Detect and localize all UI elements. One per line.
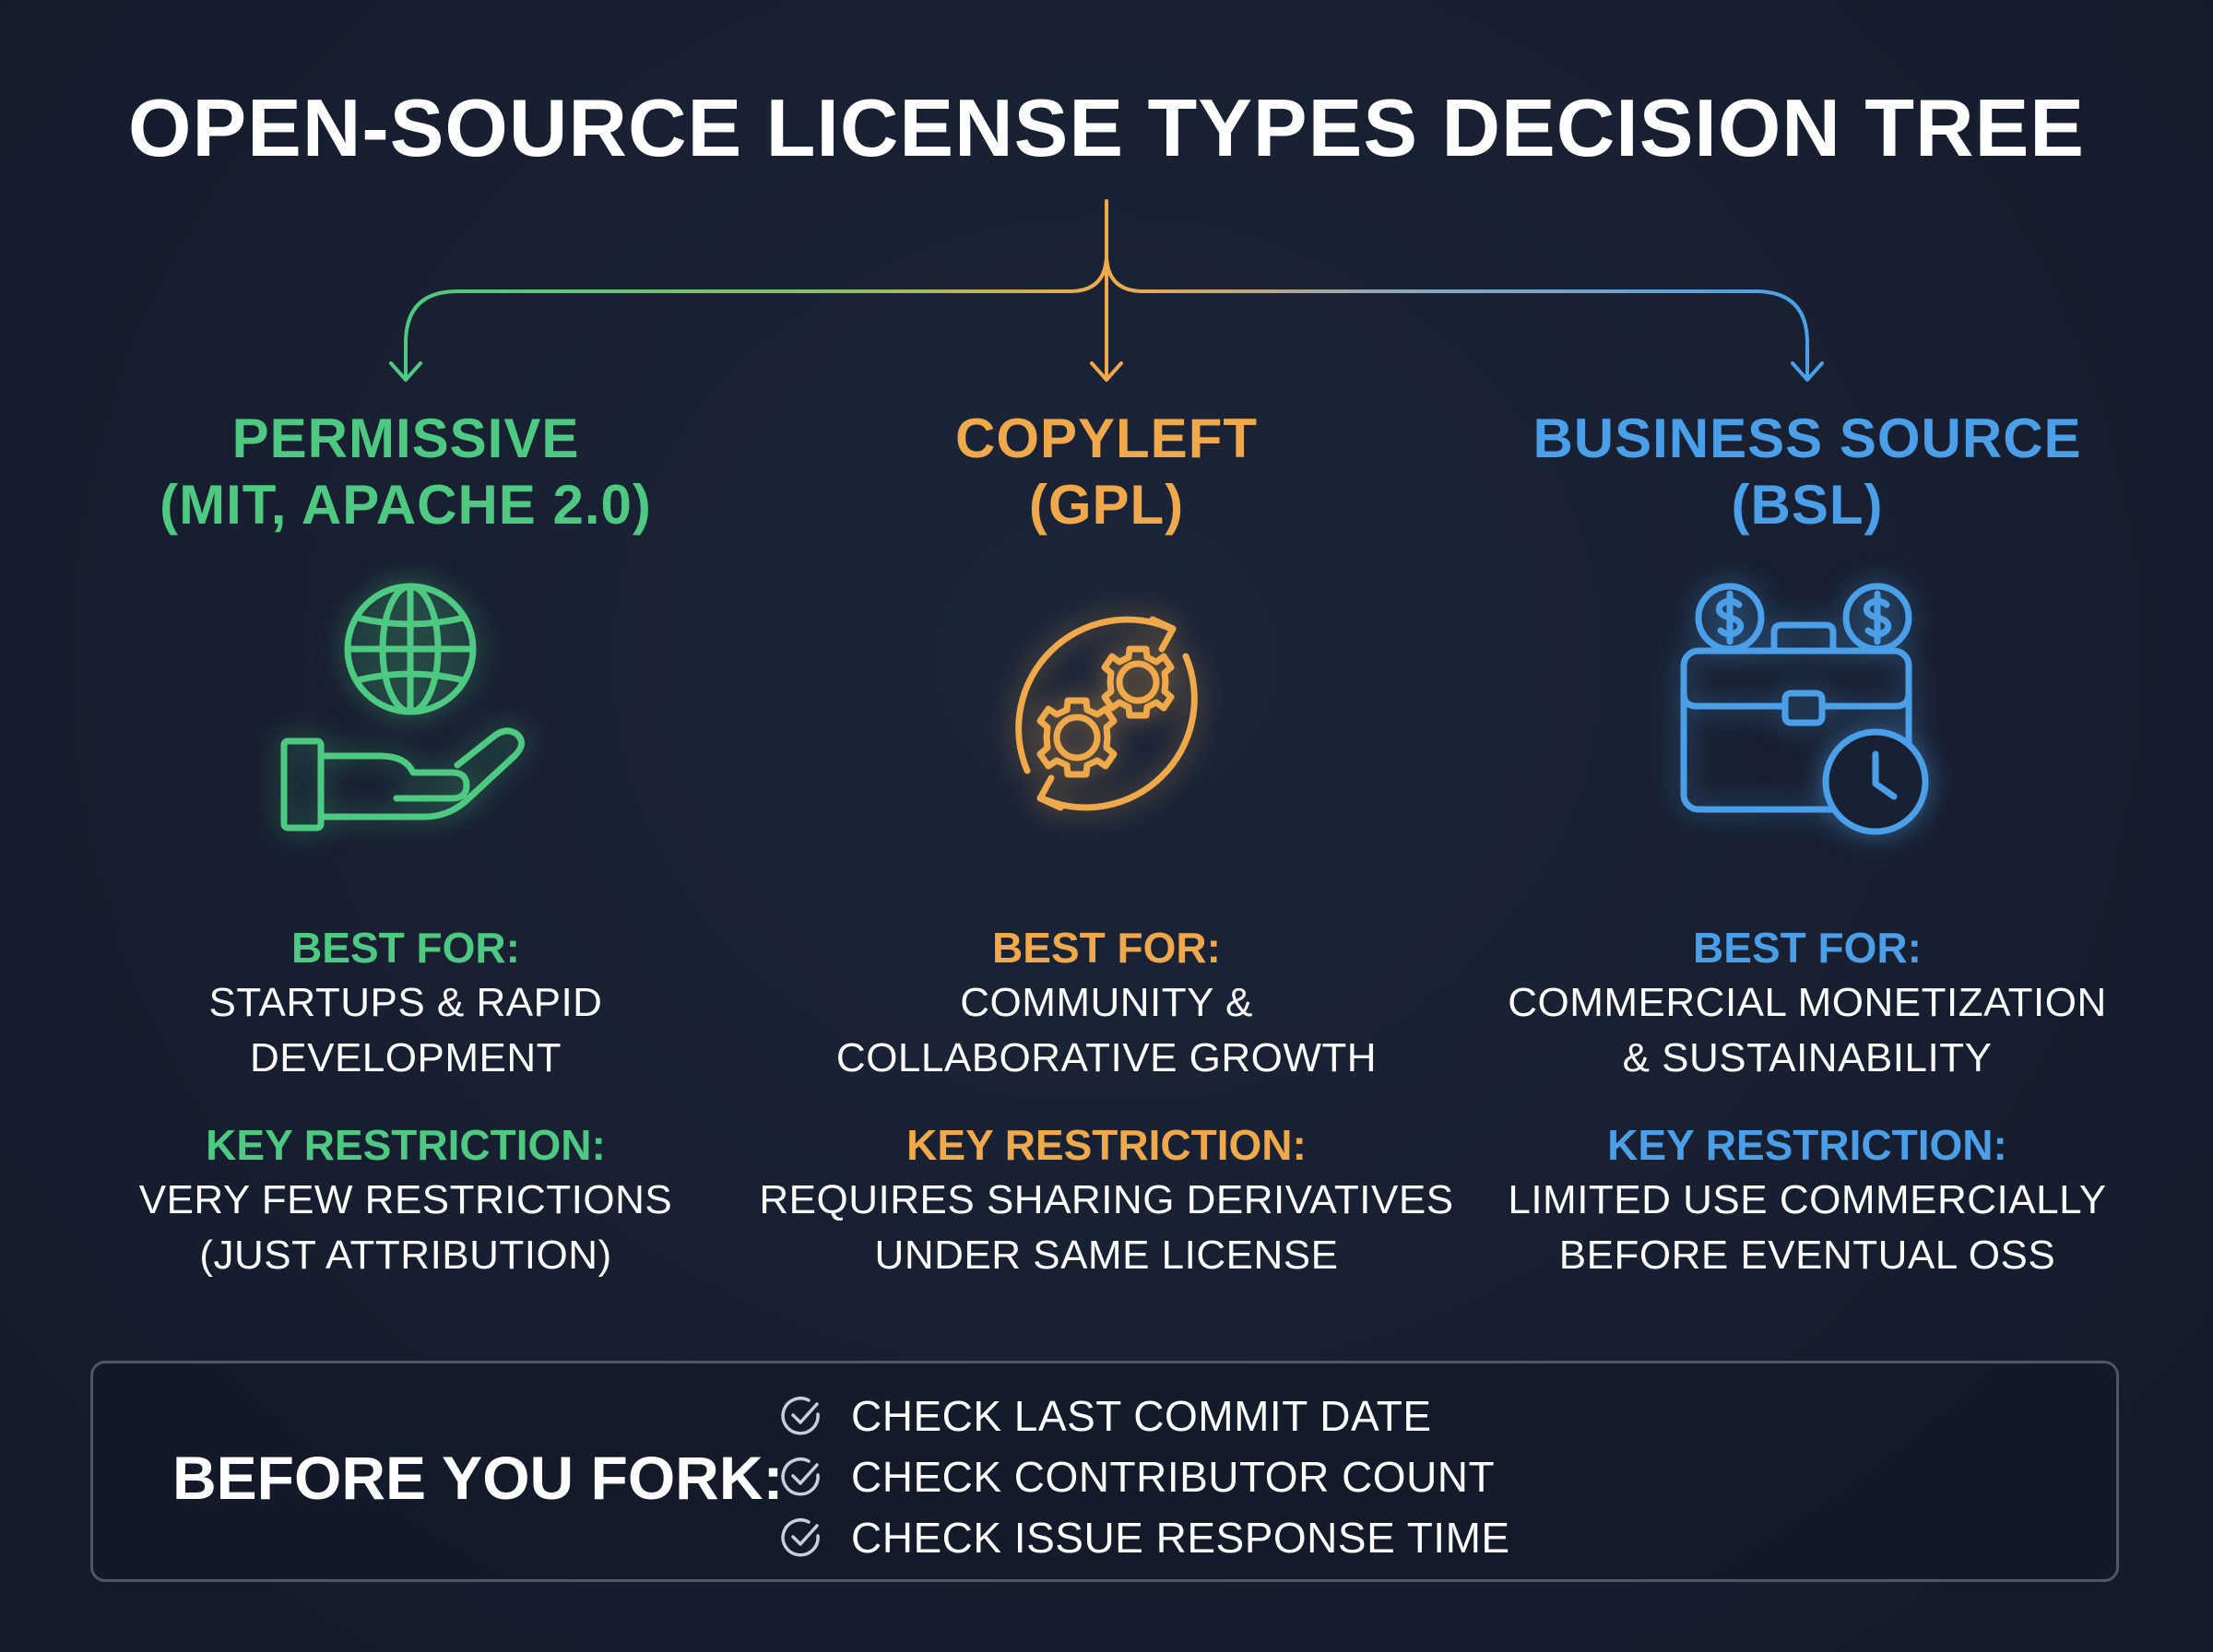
check-circle-icon [781,1397,820,1435]
list-item: CHECK LAST COMMIT DATE [779,1386,1510,1446]
briefcase-money-clock-icon [1669,575,1946,852]
globe-in-hand-icon [267,575,544,852]
checklist-item-text: CHECK ISSUE RESPONSE TIME [851,1514,1510,1562]
horizontal-branch-line [404,253,1809,345]
before-you-fork-box: BEFORE YOU FORK: CHECK LAST COMMIT DATE … [90,1361,2119,1582]
branch-business-source: BUSINESS SOURCE (BSL) BEST FOR: COMMERCI… [1457,406,2158,1283]
branch-permissive: PERMISSIVE (MIT, APACHE 2.0) BEST FOR: S… [55,406,756,1283]
fork-checklist: CHECK LAST COMMIT DATE CHECK CONTRIBUTOR… [779,1386,1510,1568]
key-restriction-text: REQUIRES SHARING DERIVATIVES UNDER SAME … [759,1177,1454,1278]
page-title: OPEN-SOURCE LICENSE TYPES DECISION TREE [128,82,2085,173]
arrow-head-copyleft [1090,361,1123,382]
key-restriction-label: KEY RESTRICTION: [906,1121,1307,1169]
branch-heading: COPYLEFT (GPL) [954,407,1258,536]
checklist-item-text: CHECK LAST COMMIT DATE [851,1392,1432,1440]
branch-heading: BUSINESS SOURCE (BSL) [1533,407,2082,536]
checklist-item-text: CHECK CONTRIBUTOR COUNT [851,1453,1496,1501]
arrow-head-permissive [389,361,422,382]
best-for-label: BEST FOR: [1693,924,1922,972]
gears-cycle-icon [968,575,1245,852]
best-for-label: BEST FOR: [992,924,1221,972]
key-restriction-text: VERY FEW RESTRICTIONS (JUST ATTRIBUTION) [138,1177,673,1278]
best-for-label: BEST FOR: [291,924,520,972]
branch-copyleft: COPYLEFT (GPL) BEST FOR: COMMUNITY & COL… [756,406,1457,1283]
key-restriction-text: LIMITED USE COMMERCIALLY BEFORE EVENTUAL… [1508,1177,2107,1278]
check-circle-icon [781,1518,820,1557]
list-item: CHECK CONTRIBUTOR COUNT [779,1446,1510,1507]
branch-heading: PERMISSIVE (MIT, APACHE 2.0) [160,407,652,536]
key-restriction-label: KEY RESTRICTION: [206,1121,606,1169]
key-restriction-label: KEY RESTRICTION: [1607,1121,2007,1169]
before-you-fork-title: BEFORE YOU FORK: [172,1444,784,1512]
check-circle-icon [781,1457,820,1496]
arrow-head-business-source [1791,361,1824,382]
list-item: CHECK ISSUE RESPONSE TIME [779,1507,1510,1568]
best-for-text: COMMUNITY & COLLABORATIVE GROWTH [835,980,1378,1080]
decision-tree-connectors [389,199,1824,382]
best-for-text: COMMERCIAL MONETIZATION & SUSTAINABILITY [1508,980,2107,1080]
best-for-text: STARTUPS & RAPID DEVELOPMENT [208,980,603,1080]
